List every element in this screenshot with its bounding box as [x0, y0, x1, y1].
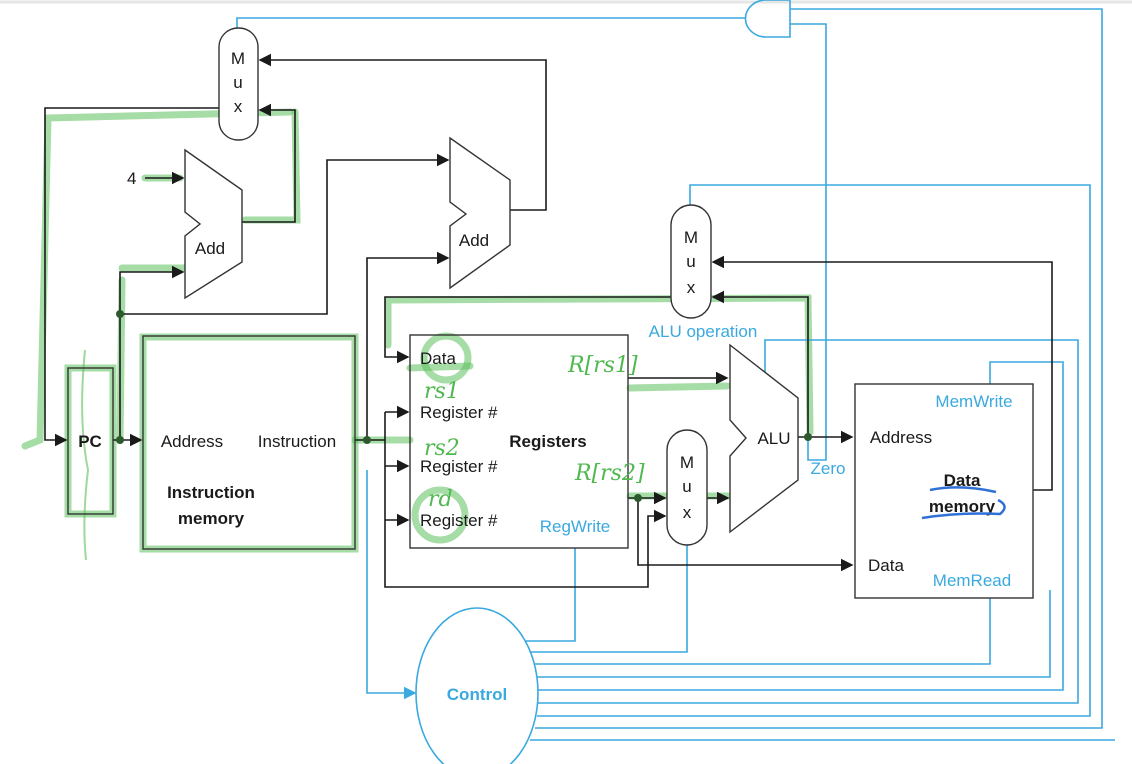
annotation-rs1: rs1: [424, 379, 460, 404]
annotation-r-rs2: R[rs2]: [574, 461, 645, 486]
register-num-label: Register #: [420, 403, 498, 422]
data-memory-title: Data: [944, 471, 981, 490]
data-memory-title: memory: [929, 497, 996, 516]
control-wires: [236, 8, 1115, 741]
instruction-memory: Address Instruction Instruction memory: [142, 335, 356, 550]
zero-label: Zero: [811, 459, 846, 478]
mux-label: x: [687, 278, 696, 297]
and-gate: [744, 0, 791, 38]
alu-operation-label: ALU operation: [649, 322, 758, 341]
alusrc-mux: M u x: [666, 429, 708, 546]
branch-adder: Add: [449, 136, 511, 290]
datapath-wires: [44, 53, 1053, 588]
alu: ALU Zero: [729, 343, 846, 534]
add-label: Add: [195, 239, 225, 258]
mux-label: u: [686, 252, 695, 271]
registers-title: Registers: [509, 432, 586, 451]
alu-label: ALU: [757, 429, 790, 448]
annotation-rs2: rs2: [424, 436, 460, 461]
pc-register: PC: [67, 367, 114, 515]
annotation-rd: rd: [428, 487, 453, 512]
mux-label: M: [680, 453, 694, 472]
memread-label: MemRead: [933, 571, 1011, 590]
mux-label: M: [231, 49, 245, 68]
pc-mux: M u x: [218, 27, 259, 141]
add-label: Add: [459, 231, 489, 250]
mux-label: x: [683, 503, 692, 522]
address-label: Address: [161, 432, 223, 451]
pc-adder: Add: [184, 148, 243, 300]
constant-four: 4: [127, 169, 136, 188]
mux-label: u: [233, 73, 242, 92]
mux-label: u: [682, 477, 691, 496]
data-memory: MemWrite Address Data memory Data MemRea…: [854, 383, 1034, 599]
writeback-mux: M u x: [670, 204, 712, 319]
pc-label: PC: [78, 432, 102, 451]
register-num-label: Register #: [420, 511, 498, 530]
instruction-memory-title: Instruction: [167, 483, 255, 502]
annotation-r-rs1: R[rs1]: [567, 353, 638, 378]
memwrite-label: MemWrite: [935, 392, 1012, 411]
write-data-label: Data: [868, 556, 904, 575]
pen-underline: [921, 486, 1006, 520]
mux-label: M: [684, 228, 698, 247]
mux-label: x: [234, 97, 243, 116]
register-num-label: Register #: [420, 457, 498, 476]
highlight-strokes: [21, 108, 814, 561]
register-file: Data Register # Register # Register # Re…: [409, 334, 629, 549]
control-label: Control: [447, 685, 507, 704]
control-unit: Control: [415, 607, 539, 764]
regwrite-label: RegWrite: [540, 517, 611, 536]
instruction-label: Instruction: [258, 432, 336, 451]
write-data-label: Data: [420, 349, 456, 368]
address-label: Address: [870, 428, 932, 447]
instruction-memory-title: memory: [178, 509, 245, 528]
